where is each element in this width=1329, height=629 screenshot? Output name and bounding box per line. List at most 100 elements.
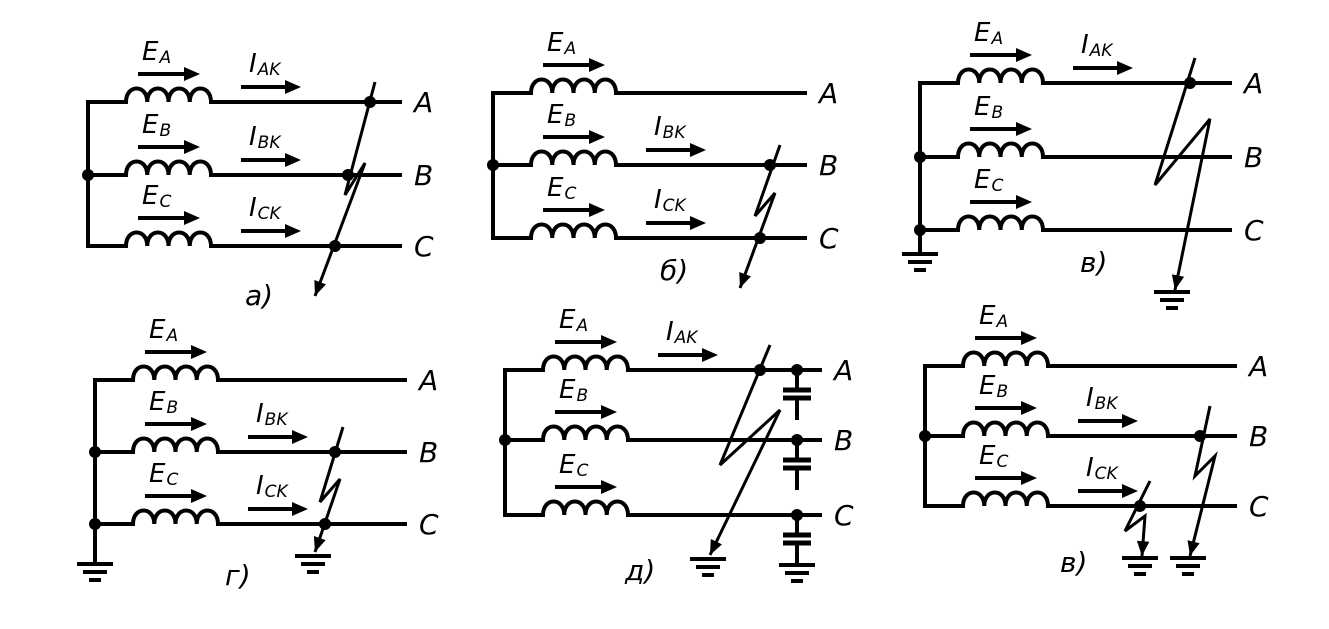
emf-A-arrow bbox=[975, 331, 1037, 345]
fault-path bbox=[1123, 480, 1152, 557]
phase-name-B: B bbox=[414, 159, 433, 192]
current-A-label: IAK bbox=[666, 317, 699, 348]
emf-A-label-main: E bbox=[974, 18, 991, 48]
emf-B-label-main: E bbox=[979, 371, 996, 401]
emf-A-label-main: E bbox=[149, 315, 166, 345]
emf-A-label: EA bbox=[979, 301, 1008, 332]
arrow-head bbox=[292, 430, 308, 444]
single-phase-ground-fault bbox=[1153, 57, 1212, 291]
emf-B-arrow bbox=[138, 140, 200, 154]
current-C-label-main: I bbox=[654, 185, 662, 215]
current-A-label-subscript: AK bbox=[257, 60, 283, 80]
current-C-label: ICK bbox=[249, 193, 283, 224]
emf-C-label: EC bbox=[149, 459, 178, 490]
phase-name-A: A bbox=[412, 86, 433, 119]
arrow-head bbox=[184, 140, 200, 154]
current-C-label: ICK bbox=[1086, 453, 1120, 484]
two-phase-ground-fault bbox=[313, 426, 345, 553]
current-B-label-subscript: BK bbox=[663, 123, 688, 143]
current-C-label: ICK bbox=[654, 185, 688, 216]
emf-B-label: EB bbox=[547, 100, 576, 131]
fault-path bbox=[1188, 405, 1218, 557]
emf-C-label-main: E bbox=[559, 450, 576, 480]
phase-A-winding bbox=[541, 354, 630, 371]
current-A-arrow bbox=[241, 80, 301, 94]
emf-C-label-main: E bbox=[547, 173, 564, 203]
emf-A-label-subscript: A bbox=[158, 48, 171, 68]
panel-caption: в) bbox=[1060, 546, 1087, 579]
current-B-label: IBK bbox=[249, 122, 282, 153]
current-C-arrow bbox=[646, 216, 706, 230]
phase-C-winding bbox=[956, 214, 1045, 231]
panel-caption: в) bbox=[1080, 246, 1107, 279]
emf-B-label: EB bbox=[142, 110, 171, 141]
arrow-head bbox=[690, 216, 706, 230]
emf-A-label: EA bbox=[559, 305, 588, 336]
phase-b-c-fault bbox=[738, 144, 782, 289]
current-C-arrow bbox=[241, 224, 301, 238]
panel-caption: д) bbox=[624, 554, 655, 587]
fault-path bbox=[313, 426, 345, 553]
arrow-head bbox=[1016, 195, 1032, 209]
arrow-head bbox=[184, 211, 200, 225]
phase-name-A: A bbox=[817, 77, 838, 110]
phase-name-B: B bbox=[834, 424, 853, 457]
phase-A-winding bbox=[124, 86, 213, 103]
emf-C-label-subscript: C bbox=[166, 470, 178, 490]
arrow-head bbox=[285, 153, 301, 167]
emf-B-label: EB bbox=[149, 387, 178, 418]
arrow-head bbox=[601, 405, 617, 419]
fault-ground-c bbox=[1122, 556, 1158, 576]
fault-branch-b bbox=[1187, 405, 1218, 557]
emf-C-label-subscript: C bbox=[996, 452, 1008, 472]
arrow-head bbox=[191, 489, 207, 503]
emf-B-label-subscript: B bbox=[166, 398, 178, 418]
emf-C-label: EC bbox=[979, 441, 1008, 472]
emf-A-label-subscript: A bbox=[165, 326, 178, 346]
fault-arrow-head bbox=[313, 536, 326, 552]
arrow-head bbox=[589, 130, 605, 144]
current-A-label-subscript: AK bbox=[1089, 41, 1115, 61]
emf-B-label-subscript: B bbox=[159, 121, 171, 141]
emf-B-arrow bbox=[975, 401, 1037, 415]
emf-B-label-main: E bbox=[974, 92, 991, 122]
current-A-arrow bbox=[1073, 61, 1133, 75]
emf-C-arrow bbox=[138, 211, 200, 225]
current-C-label-main: I bbox=[249, 193, 257, 223]
neutral-ground bbox=[902, 252, 938, 272]
emf-C-label-subscript: C bbox=[564, 184, 576, 204]
emf-A-label-main: E bbox=[142, 37, 159, 67]
current-C-arrow bbox=[248, 502, 308, 516]
fault-ground-b bbox=[1170, 556, 1206, 576]
emf-C-label: EC bbox=[142, 181, 171, 212]
emf-B-label-subscript: B bbox=[576, 386, 588, 406]
emf-A-arrow bbox=[543, 58, 605, 72]
neutral-bottom-junction bbox=[914, 224, 926, 236]
phase-name-C: C bbox=[1244, 214, 1264, 247]
emf-A-label-main: E bbox=[547, 28, 564, 58]
phase-B-winding bbox=[529, 149, 618, 166]
emf-B-label-subscript: B bbox=[991, 103, 1003, 123]
emf-B-arrow bbox=[145, 417, 207, 431]
phase-name-C: C bbox=[1249, 490, 1269, 523]
phase-name-C: C bbox=[419, 508, 439, 541]
phase-name-A: A bbox=[417, 364, 438, 397]
current-B-label-subscript: BK bbox=[258, 133, 283, 153]
arrow-head bbox=[1021, 401, 1037, 415]
current-A-arrow bbox=[658, 348, 718, 362]
fault-path bbox=[1153, 57, 1212, 291]
current-B-label-main: I bbox=[654, 112, 662, 142]
arrow-head bbox=[1021, 331, 1037, 345]
emf-B-label: EB bbox=[974, 92, 1003, 123]
arrow-head bbox=[1122, 414, 1138, 428]
phase-A-winding bbox=[529, 77, 618, 94]
emf-B-label-main: E bbox=[142, 110, 159, 140]
panel-caption: а) bbox=[245, 279, 273, 312]
emf-A-label: EA bbox=[149, 315, 178, 346]
emf-C-arrow bbox=[970, 195, 1032, 209]
current-A-label-main: I bbox=[1081, 30, 1089, 60]
emf-C-label: EC bbox=[547, 173, 576, 204]
current-C-arrow bbox=[1078, 484, 1138, 498]
phase-C-winding bbox=[124, 230, 213, 247]
